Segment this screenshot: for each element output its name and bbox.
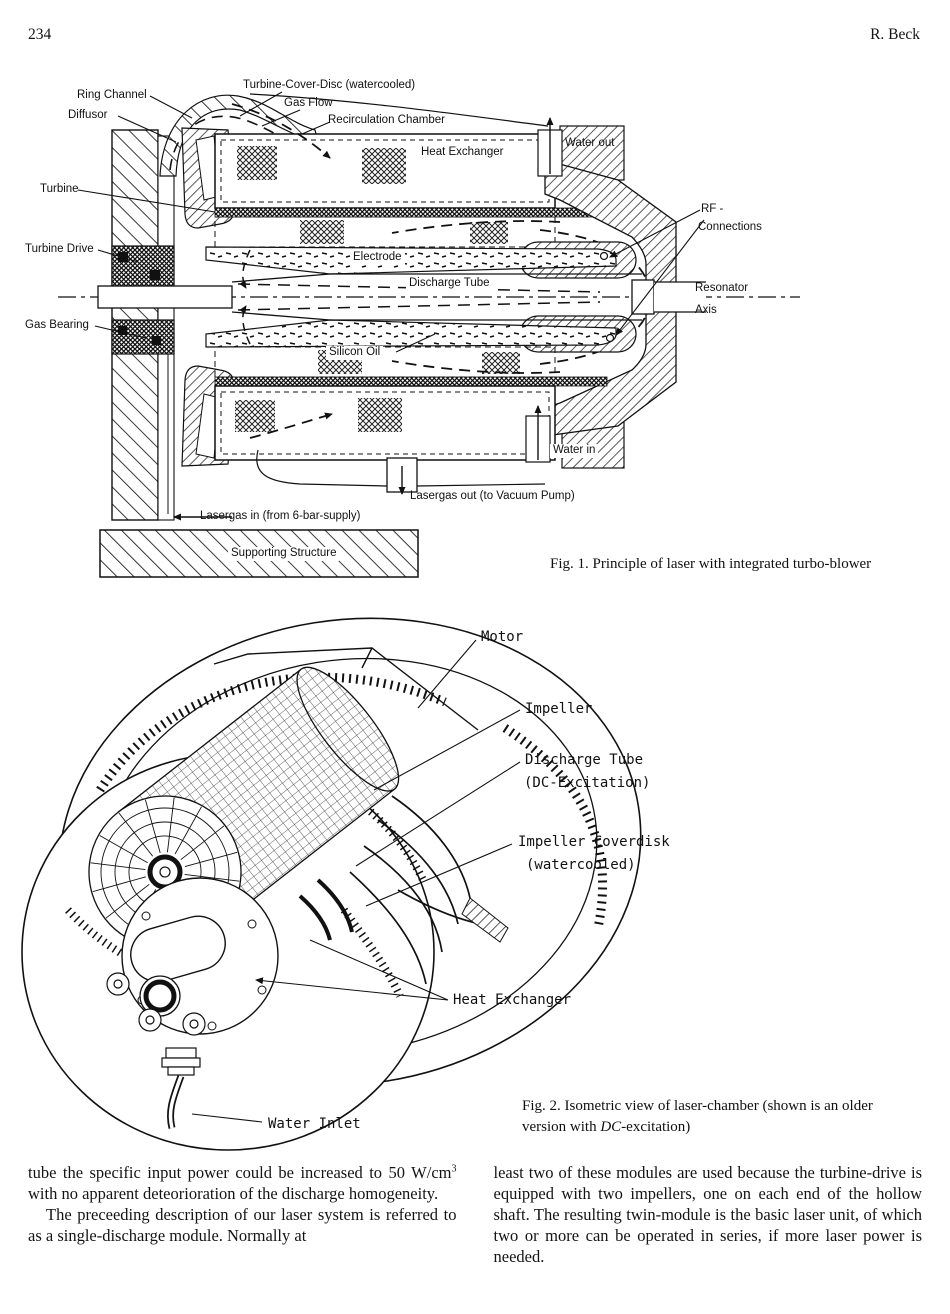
body-paragraph-2: The preceeding description of our laser … <box>28 1205 457 1245</box>
figure-2-caption-dc: DC <box>600 1119 622 1135</box>
body-paragraph-3: least two of these modules are used beca… <box>493 1163 923 1266</box>
label-gas-flow: Gas Flow <box>284 97 333 109</box>
bottom-casing <box>256 449 546 487</box>
turbine-drive-block <box>111 245 175 287</box>
rf-feedthroughs <box>599 251 615 343</box>
flow-band-lower <box>214 346 556 378</box>
label-turbine-cover-disc: Turbine-Cover-Disc (watercooled) <box>243 79 416 91</box>
label-gas-bearing: Gas Bearing <box>25 319 89 331</box>
figure-1-caption: Fig. 1. Principle of laser with integrat… <box>550 556 872 572</box>
label-water-in: Water in <box>550 444 599 458</box>
water-out-port <box>537 117 563 177</box>
flow-band-upper <box>214 216 556 248</box>
label-water-out: Water out <box>565 137 615 149</box>
fig2-drawing <box>21 617 642 1151</box>
label-resonator: Resonator <box>695 282 749 294</box>
label-rf-line2: Connections <box>698 221 762 233</box>
mirror-and-resonator-opening <box>631 279 706 315</box>
figure-2-caption: Fig. 2. Isometric view of laser-chamber … <box>522 1096 926 1138</box>
label-resonator-axis: Axis <box>695 304 717 316</box>
label-turbine: Turbine <box>40 183 79 195</box>
water-in-port <box>525 405 551 463</box>
figure-2: Motor Impeller Discharge Tube (DC-Excita… <box>0 610 950 1170</box>
figure-2-caption-line2: version with <box>522 1119 601 1135</box>
label-silicon-oil: Silicon Oil <box>326 346 384 360</box>
body-paragraph-1: tube the specific input power could be i… <box>28 1162 457 1204</box>
gas-flow-arrows <box>231 103 561 439</box>
label-ring-channel: Ring Channel <box>77 89 147 101</box>
label-lasergas-out: Lasergas out (to Vacuum Pump) <box>410 490 575 502</box>
page-header: 234 R. Beck <box>0 26 950 44</box>
label-discharge-tube-fig2: Discharge Tube <box>525 752 644 768</box>
p1-superscript: 3 <box>451 1163 457 1175</box>
recirculation-chamber-top <box>214 133 556 209</box>
running-author: R. Beck <box>870 26 920 43</box>
lasergas-out-port <box>386 457 418 495</box>
shaft <box>97 285 233 309</box>
figure-2-caption-line1: Fig. 2. Isometric view of laser-chamber … <box>522 1098 873 1114</box>
label-watercooled: (watercooled) <box>526 857 636 873</box>
label-water-inlet: Water Inlet <box>268 1116 361 1132</box>
label-rf-line1: RF - <box>701 203 724 215</box>
left-column: tube the specific input power could be i… <box>28 1162 457 1267</box>
fig1-drawing <box>58 91 800 578</box>
p1-text-a: tube the specific input power could be i… <box>28 1163 452 1182</box>
figure-1: Ring Channel Diffusor Turbine-Cover-Disc… <box>0 70 950 590</box>
p1-text-b: with no apparent deteorioration of the d… <box>28 1184 439 1203</box>
fig1-leader-lines <box>77 91 705 353</box>
cooler-plate-top <box>214 207 608 218</box>
label-turbine-drive: Turbine Drive <box>25 243 94 255</box>
recirculation-chamber-bottom <box>214 385 556 461</box>
label-lasergas-in: Lasergas in (from 6-bar-supply) <box>200 510 361 522</box>
label-dc-excitation: (DC-Excitation) <box>524 775 651 791</box>
label-impeller: Impeller <box>525 701 593 717</box>
right-column: least two of these modules are used beca… <box>494 1162 923 1267</box>
impeller-blades <box>298 795 509 985</box>
label-heat-exchanger-fig1: Heat Exchanger <box>418 146 507 160</box>
label-recirculation-chamber: Recirculation Chamber <box>328 114 445 126</box>
cooler-plate-bottom <box>214 376 608 387</box>
label-supporting-structure: Supporting Structure <box>228 547 340 561</box>
fig2-leader-lines <box>191 639 521 1123</box>
body-text: tube the specific input power could be i… <box>0 1162 950 1267</box>
end-cap <box>539 125 677 469</box>
label-diffusor: Diffusor <box>68 109 108 121</box>
front-flange <box>106 877 279 1036</box>
label-heat-exchanger-fig2: Heat Exchanger <box>453 992 572 1008</box>
figure-2-caption-line2-end: -excitation) <box>621 1119 691 1135</box>
label-impeller-coverdisk: Impeller Coverdisk <box>518 834 670 850</box>
page-number: 234 <box>28 26 52 43</box>
water-inlet-fitting <box>161 1047 201 1129</box>
label-discharge-tube-fig1: Discharge Tube <box>406 277 493 291</box>
label-electrode: Electrode <box>350 251 405 265</box>
silicon-oil-band <box>205 319 617 348</box>
label-motor: Motor <box>481 629 524 645</box>
